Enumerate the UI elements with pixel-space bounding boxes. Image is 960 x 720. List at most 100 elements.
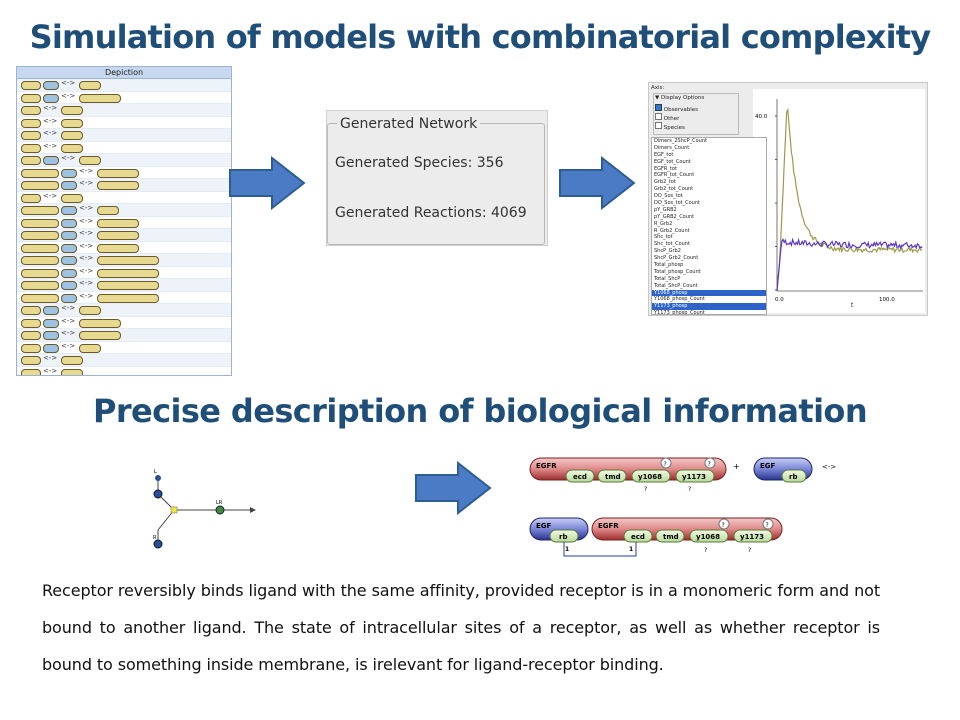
- y-tick-label: 40.0: [755, 114, 768, 120]
- observable-item[interactable]: EGFR_tot: [654, 165, 677, 172]
- molecule-glyph: [61, 131, 83, 140]
- network-frame: [327, 123, 545, 245]
- observable-item[interactable]: Total_ShcP: [654, 275, 681, 282]
- rules-table-row: <->: [17, 329, 231, 342]
- rule-arrow: <->: [43, 104, 58, 112]
- rules-table-row: <->: [17, 341, 231, 354]
- observable-item[interactable]: R_Grb2: [654, 220, 673, 227]
- option-species[interactable]: Species: [655, 122, 685, 131]
- molecule-glyph: [61, 231, 77, 240]
- molecule-glyph: [79, 331, 121, 340]
- molecule-glyph: [21, 156, 41, 165]
- rule-depiction: EGFR ecd tmd y1068 y1173 ? ? ? ? + EGF r…: [529, 457, 836, 557]
- observable-item[interactable]: Shc_tot: [654, 234, 673, 241]
- site-label-y1068: y1068: [696, 533, 720, 541]
- molecule-glyph: [43, 93, 59, 103]
- observable-item[interactable]: Grb2_tot_Count: [654, 186, 694, 193]
- observable-item[interactable]: Y1173_phosp_Count: [654, 310, 705, 315]
- series-line-purple: [776, 237, 923, 292]
- observable-item[interactable]: EGFR_tot_Count: [654, 172, 695, 179]
- rules-table-row: <->: [17, 154, 231, 167]
- molecule-glyph: [79, 306, 101, 315]
- site-label-y1173: y1173: [740, 533, 764, 541]
- observable-item[interactable]: Dimers_2ShcP_Count: [654, 138, 707, 144]
- observable-item[interactable]: DO_Sos_tot: [654, 193, 683, 200]
- observable-item[interactable]: EGF_tot_Count: [654, 158, 691, 165]
- site-label-y1173: y1173: [682, 473, 706, 481]
- molecule-glyph: [21, 168, 59, 178]
- molecule-glyph: [61, 193, 83, 203]
- rule-arrow: <->: [79, 166, 94, 175]
- molecule-label-egfr: EGFR: [598, 522, 619, 530]
- observable-item[interactable]: ShcP_Grb2: [654, 248, 681, 255]
- observable-item[interactable]: pY_GRB2: [654, 206, 677, 213]
- rule-arrow: <->: [79, 216, 94, 225]
- observable-item[interactable]: Y1173_phosp: [652, 303, 766, 311]
- rules-table-row: <->: [17, 229, 231, 242]
- molecule-label-egf: EGF: [760, 462, 776, 470]
- option-observables[interactable]: Observables: [655, 104, 698, 113]
- site-label-rb: rb: [559, 533, 567, 541]
- molecule-glyph: [21, 181, 59, 190]
- observable-item[interactable]: R_Grb2_Count: [654, 227, 690, 234]
- observable-item[interactable]: pY_GRB2_Count: [654, 213, 695, 220]
- right-arrow-icon: [559, 156, 636, 210]
- molecule-glyph: [21, 293, 59, 303]
- rules-table-header: Depiction: [17, 67, 231, 79]
- rules-table-row: <->: [17, 79, 231, 92]
- rules-table-row: <->: [17, 179, 231, 192]
- rules-table-row: <->: [17, 104, 231, 117]
- observable-item[interactable]: Grb2_tot: [654, 179, 676, 186]
- molecule-glyph: [21, 118, 41, 128]
- rule-arrow: <->: [61, 341, 76, 350]
- reversible-arrow: <->: [822, 463, 836, 471]
- observable-item[interactable]: Total_phosp_Count: [654, 268, 701, 275]
- state-unknown: ?: [664, 461, 667, 468]
- observable-item[interactable]: Y1068_phosp: [652, 289, 766, 297]
- bond-unknown: ?: [704, 547, 707, 554]
- molecule-glyph: [21, 206, 59, 215]
- rules-table-row: <->: [17, 254, 231, 267]
- display-options-label: ▼ Display Options: [655, 95, 705, 101]
- rules-table-row: <->: [17, 242, 231, 254]
- site-label-tmd: tmd: [663, 533, 679, 541]
- rule-arrow: <->: [61, 316, 76, 325]
- bond-unknown: ?: [748, 547, 751, 554]
- rule-arrow: <->: [79, 179, 94, 187]
- state-unknown: ?: [766, 522, 769, 529]
- observable-item[interactable]: Y1068_phosp_Count: [654, 296, 705, 303]
- observable-item[interactable]: Shc_tot_Count: [654, 241, 690, 248]
- bond-unknown: ?: [644, 486, 647, 493]
- molecule-glyph: [21, 343, 41, 353]
- display-options-box: [653, 93, 739, 135]
- molecule-glyph: [97, 181, 139, 190]
- site-label-y1068: y1068: [638, 473, 662, 481]
- observable-item[interactable]: Total_phosp: [654, 262, 684, 269]
- network-heading: Generated Network: [337, 116, 481, 132]
- rule-arrow: <->: [79, 279, 94, 287]
- rules-table-row: <->: [17, 304, 231, 317]
- molecule-glyph: [21, 243, 59, 253]
- rule-arrow: <->: [61, 154, 76, 162]
- rules-table-row: <->: [17, 117, 231, 129]
- site-label-ecd: ecd: [631, 533, 645, 541]
- molecule-glyph: [61, 268, 77, 278]
- observable-item[interactable]: EGF_tot: [654, 151, 674, 158]
- molecule-glyph: [61, 206, 77, 215]
- molecule-glyph: [79, 343, 101, 353]
- rule-arrow: <->: [61, 91, 76, 100]
- bond-index: 1: [629, 546, 633, 553]
- bond-unknown: ?: [688, 486, 691, 493]
- option-other[interactable]: Other: [655, 113, 679, 122]
- observable-item[interactable]: ShcP_Grb2_Count: [654, 255, 699, 262]
- rule-arrow: <->: [43, 366, 58, 375]
- generated-species-label: Generated Species: 356: [335, 155, 504, 171]
- molecule-glyph: [21, 318, 41, 328]
- molecule-glyph: [21, 143, 41, 153]
- observable-item[interactable]: Total_ShcP_Count: [654, 282, 698, 289]
- observable-item[interactable]: DO_Sos_tot_Count: [654, 200, 700, 207]
- x-tick-label: 0.0: [775, 297, 784, 303]
- observable-item[interactable]: Dimers_Count: [654, 144, 690, 151]
- molecule-glyph: [97, 268, 159, 278]
